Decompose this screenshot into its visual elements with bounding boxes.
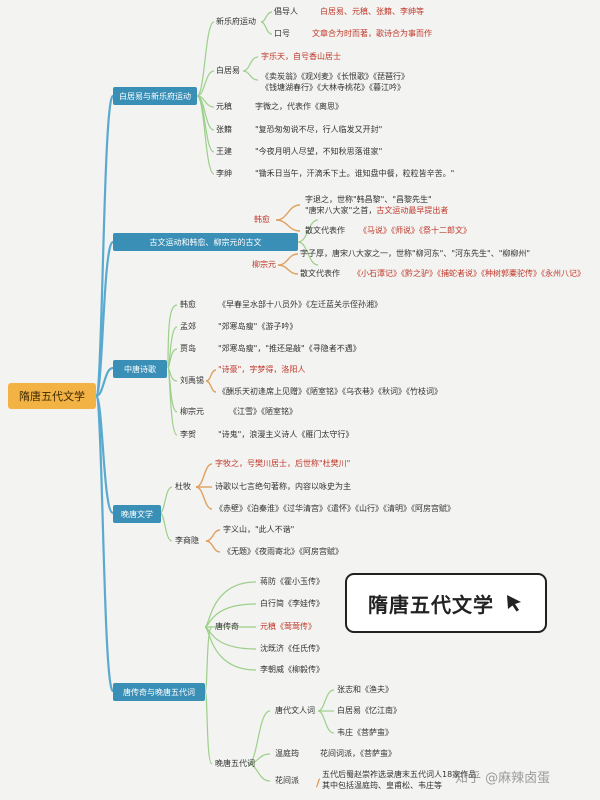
li-shen-info: "锄禾日当午，汗滴禾下土。谁知盘中餐，粒粒皆辛苦。"	[255, 169, 455, 178]
huajian-info-1: 五代后蜀赵崇祚选录唐末五代词人18家作品	[322, 770, 477, 779]
branch-bai-juyi: 白居易与新乐府运动	[113, 87, 197, 105]
node-huajian: 花间派	[275, 776, 299, 785]
han-yu-prose: 《马说》《师说》《祭十二郎文》	[359, 226, 471, 235]
node-meng-jiao: 孟郊	[180, 322, 196, 331]
bai-juyi-name: 字乐天，自号香山居士	[261, 52, 341, 61]
huajian-info-2: 其中包括温庭筠、皇甫松、韦庄等	[322, 781, 442, 790]
value-proponents: 白居易、元稹、张籍、李绅等	[320, 7, 424, 16]
title-stamp: 隋唐五代文学	[345, 573, 547, 633]
value-slogan: 文章合为时而著，歌诗合为事而作	[312, 29, 432, 38]
chuanqi-item-2: 白行简《李娃传》	[260, 599, 324, 608]
node-yuan-zhen: 元稹	[216, 102, 232, 111]
branch-chuanqi: 唐传奇与晚唐五代词	[113, 683, 205, 701]
literati-ci-2: 白居易《忆江南》	[337, 706, 401, 715]
liu-yuxi-name: "诗豪"，字梦得，洛阳人	[218, 365, 306, 374]
node-late-tang-ci: 晚唐五代词	[215, 759, 255, 768]
meng-jiao-works: "郊寒岛瘦"《游子吟》	[218, 322, 298, 331]
han-yu-status: "唐宋八大家"之首，古文运动最早提出者	[305, 206, 448, 216]
node-tang-chuanqi: 唐传奇	[215, 622, 239, 631]
node-du-mu: 杜牧	[175, 482, 191, 491]
cursor-icon	[507, 595, 521, 612]
branch-midtang: 中唐诗歌	[113, 360, 167, 378]
liu-yuxi-works: 《酬乐天初逢席上见赠》《陋室铭》《乌衣巷》《秋词》《竹枝词》	[218, 387, 442, 396]
bai-juyi-works-2: 《钱塘湖春行》《大林寺桃花》《暮江吟》	[261, 83, 405, 92]
du-mu-style: 诗歌以七言绝句著称，内容以咏史为主	[215, 482, 351, 491]
jia-dao-works: "郊寒岛瘦"，"推还是敲"《寻隐者不遇》	[218, 344, 361, 353]
zhang-ji-info: "复恐匆匆说不尽，行人临发又开封"	[255, 125, 383, 134]
chuanqi-item-4: 沈既济《任氏传》	[260, 644, 324, 653]
node-liu-zongyuan: 柳宗元	[252, 260, 276, 269]
node-mt-liu-zongyuan: 柳宗元	[180, 407, 204, 416]
du-mu-name: 字牧之，号樊川居士，后世称"杜樊川"	[215, 459, 351, 468]
bai-juyi-works-1: 《卖炭翁》《观刈麦》《长恨歌》《琵琶行》	[261, 72, 409, 81]
mt-han-yu-works: 《早春呈水部十八员外》《左迁蓝关示侄孙湘》	[218, 300, 382, 309]
li-shangyin-works: 《无题》《夜雨寄北》《阿房宫赋》	[223, 547, 343, 556]
stamp-title: 隋唐五代文学	[368, 592, 494, 617]
wen-tingyun-info: 花间词派，《菩萨蛮》	[320, 749, 396, 758]
label-proponents: 倡导人	[274, 7, 298, 16]
han-yu-status-1: "唐宋八大家"之首，	[305, 206, 377, 215]
node-li-shen: 李绅	[216, 169, 232, 178]
chuanqi-item-5: 李朝威《柳毅传》	[260, 665, 324, 674]
node-liu-yuxi: 刘禹锡	[180, 376, 204, 385]
wang-jian-info: "今夜月明人尽望，不知秋思落谁家"	[255, 147, 383, 156]
li-he-works: "诗鬼"，浪漫主义诗人《雁门太守行》	[218, 430, 354, 439]
node-li-shangyin: 李商隐	[175, 536, 199, 545]
branch-late-tang: 晚唐文学	[113, 505, 161, 523]
mt-liu-works: 《江雪》《陋室铭》	[229, 407, 297, 416]
label-liu-prose: 散文代表作	[300, 269, 340, 278]
root-node: 隋唐五代文学	[8, 383, 96, 409]
yuan-zhen-info: 字微之，代表作《离思》	[255, 102, 343, 111]
node-mt-han-yu: 韩愈	[180, 300, 196, 309]
node-bai-juyi: 白居易	[216, 66, 240, 75]
liu-prose: 《小石潭记》《黔之驴》《捕蛇者说》《种树郭橐驼传》《永州八记》	[353, 269, 585, 278]
chuanqi-item-3: 元稹《莺莺传》	[260, 622, 316, 631]
chuanqi-item-1: 蒋防《霍小玉传》	[260, 577, 324, 586]
literati-ci-1: 张志和《渔夫》	[337, 685, 393, 694]
du-mu-works: 《赤壁》《泊秦淮》《过华清宫》《遣怀》《山行》《清明》《阿房宫赋》	[215, 504, 455, 513]
node-xinyuefu: 新乐府运动	[216, 17, 256, 26]
label-slogan: 口号	[274, 29, 290, 38]
node-wang-jian: 王建	[216, 147, 232, 156]
literati-ci-3: 韦庄《菩萨蛮》	[337, 728, 393, 737]
node-zhang-ji: 张籍	[216, 125, 232, 134]
watermark: 知乎 @麻辣卤蛋	[455, 771, 551, 786]
node-tang-literati-ci: 唐代文人词	[275, 706, 315, 715]
li-shangyin-name: 字义山，"此人不谐"	[223, 525, 295, 534]
han-yu-status-2: 古文运动最早提出者	[376, 206, 449, 215]
label-han-yu-prose: 散文代表作	[305, 226, 345, 235]
han-yu-name: 字退之，世称"韩昌黎"、"昌黎先生"	[305, 195, 432, 204]
node-han-yu: 韩愈	[254, 215, 270, 224]
node-li-he: 李贺	[180, 430, 196, 439]
branch-guwen: 古文运动和韩愈、柳宗元的古文	[113, 233, 298, 251]
node-jia-dao: 贾岛	[180, 344, 196, 353]
node-wen-tingyun: 温庭筠	[275, 749, 299, 758]
liu-zongyuan-name: 字子厚，唐宋八大家之一，世称"柳河东"、"河东先生"、"柳柳州"	[300, 249, 531, 258]
